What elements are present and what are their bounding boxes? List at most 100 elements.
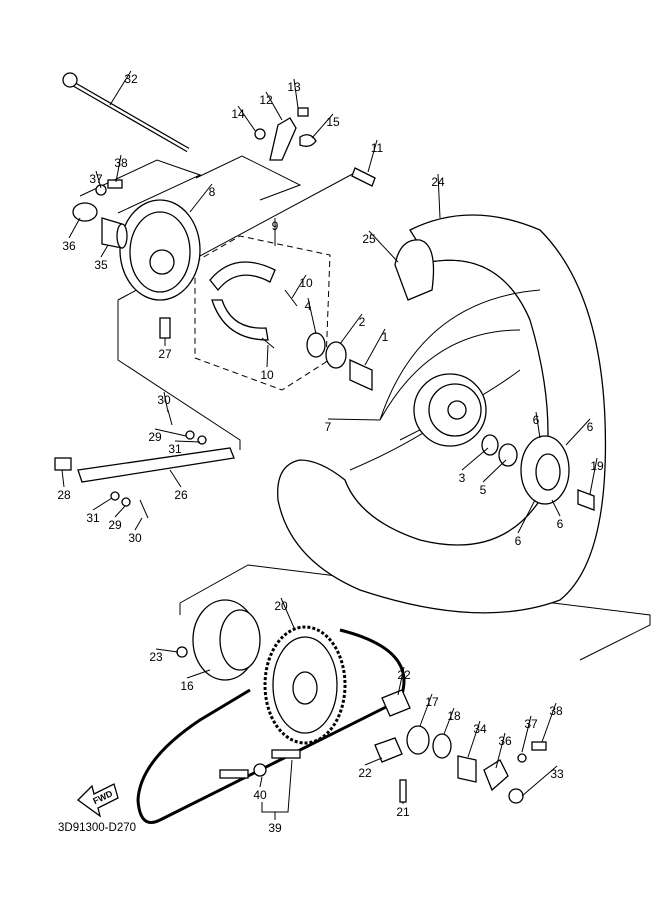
leader-line bbox=[154, 428, 187, 437]
leader-line bbox=[541, 702, 557, 743]
right-side-parts bbox=[374, 689, 547, 804]
leader-line bbox=[339, 313, 363, 345]
callout-27: 27 bbox=[158, 347, 172, 361]
callout-17: 17 bbox=[425, 695, 439, 709]
cam-lever bbox=[254, 107, 317, 161]
leader-line bbox=[364, 757, 383, 766]
callout-6: 6 bbox=[557, 517, 564, 531]
callout-7: 7 bbox=[325, 420, 332, 434]
callout-26: 26 bbox=[174, 488, 188, 502]
callout-28: 28 bbox=[57, 488, 71, 502]
callout-21: 21 bbox=[396, 805, 410, 819]
callout-9: 9 bbox=[272, 219, 279, 233]
leader-line bbox=[100, 244, 109, 258]
leader-line bbox=[92, 497, 113, 511]
callout-30: 30 bbox=[157, 393, 171, 407]
part-drawings: FWD bbox=[54, 72, 651, 824]
callout-11: 11 bbox=[371, 141, 384, 155]
callout-38: 38 bbox=[549, 704, 563, 718]
leader-line bbox=[280, 597, 296, 631]
callout-25: 25 bbox=[362, 232, 376, 246]
leader-line bbox=[482, 459, 507, 483]
leader-line bbox=[495, 732, 506, 769]
callout-20: 20 bbox=[274, 599, 288, 613]
callout-10: 10 bbox=[299, 276, 313, 290]
callout-8: 8 bbox=[209, 185, 216, 199]
leader-line bbox=[327, 418, 381, 421]
leader-line bbox=[565, 418, 591, 446]
callout-31: 31 bbox=[168, 442, 182, 456]
callout-24: 24 bbox=[431, 175, 445, 189]
callout-29: 29 bbox=[148, 430, 162, 444]
damper bbox=[520, 435, 595, 511]
callout-2: 2 bbox=[359, 315, 366, 329]
drive-chain bbox=[136, 628, 406, 824]
callout-6: 6 bbox=[587, 420, 594, 434]
leader-line bbox=[174, 440, 201, 443]
group-bracket bbox=[261, 759, 293, 820]
leader-line bbox=[589, 457, 598, 495]
leader-line bbox=[517, 499, 536, 534]
leader-line bbox=[521, 715, 532, 753]
leader-line bbox=[169, 469, 182, 488]
callout-10: 10 bbox=[260, 368, 274, 382]
callout-36: 36 bbox=[62, 239, 76, 253]
callout-18: 18 bbox=[447, 709, 461, 723]
callout-35: 35 bbox=[94, 258, 108, 272]
leader-line bbox=[114, 505, 126, 518]
leader-line bbox=[467, 720, 481, 758]
callout-4: 4 bbox=[305, 299, 312, 313]
brake-plate bbox=[119, 199, 201, 301]
callout-40: 40 bbox=[253, 788, 267, 802]
bolt-27 bbox=[159, 317, 171, 339]
callout-15: 15 bbox=[326, 115, 340, 129]
callout-14: 14 bbox=[231, 107, 245, 121]
spacer-bearing-seal bbox=[306, 332, 518, 467]
leader-lines bbox=[61, 70, 598, 820]
callout-labels: 3213121415113837824936352510421271030293… bbox=[57, 72, 604, 835]
callout-37: 37 bbox=[89, 172, 103, 186]
leader-line bbox=[364, 328, 386, 366]
leader-line bbox=[367, 139, 378, 173]
callout-32: 32 bbox=[124, 72, 138, 86]
leader-line bbox=[163, 391, 169, 413]
collar-and-adjuster-left bbox=[72, 179, 128, 249]
callout-22: 22 bbox=[358, 766, 372, 780]
callout-33: 33 bbox=[550, 767, 564, 781]
callout-23: 23 bbox=[149, 650, 163, 664]
leader-line bbox=[237, 105, 257, 133]
wheel-hub bbox=[349, 239, 541, 471]
leader-line bbox=[266, 344, 269, 368]
leader-line bbox=[291, 274, 307, 299]
callout-19: 19 bbox=[590, 459, 604, 473]
sprocket bbox=[263, 625, 347, 745]
callout-38: 38 bbox=[114, 156, 128, 170]
leader-line bbox=[397, 666, 405, 696]
callout-29: 29 bbox=[108, 518, 122, 532]
callout-31: 31 bbox=[86, 511, 100, 525]
callout-30: 30 bbox=[128, 531, 142, 545]
callout-6: 6 bbox=[515, 534, 522, 548]
chain-joint bbox=[219, 749, 301, 779]
leader-line bbox=[551, 499, 561, 517]
diagram-code: 3D91300-D270 bbox=[58, 822, 136, 834]
leader-line bbox=[68, 217, 81, 239]
leader-line bbox=[265, 91, 283, 121]
leader-line bbox=[521, 765, 558, 797]
valve bbox=[351, 167, 376, 187]
leader-line bbox=[186, 669, 211, 679]
leader-line bbox=[443, 707, 455, 735]
leader-line bbox=[368, 230, 399, 263]
callout-12: 12 bbox=[259, 93, 273, 107]
callout-13: 13 bbox=[287, 80, 301, 94]
callout-39: 39 bbox=[268, 821, 282, 835]
tension-bar bbox=[54, 409, 235, 519]
leader-line bbox=[293, 78, 299, 109]
callout-3: 3 bbox=[459, 471, 466, 485]
leader-line bbox=[311, 113, 334, 139]
leader-line bbox=[115, 154, 122, 183]
callout-22: 22 bbox=[397, 668, 411, 682]
leader-line bbox=[95, 170, 102, 189]
leader-line bbox=[134, 517, 143, 531]
